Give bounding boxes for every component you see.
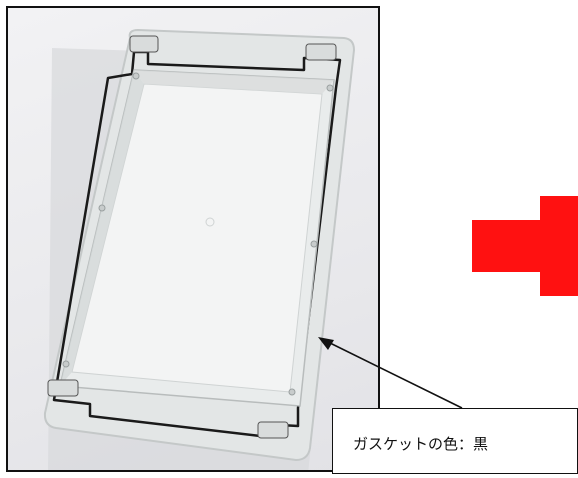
enclosure-illustration <box>43 28 356 470</box>
caption-box: ガスケットの色：黒 <box>332 408 578 474</box>
enclosure-photo <box>6 6 380 472</box>
right-arrow-icon <box>472 196 578 296</box>
caption-text: ガスケットの色：黒 <box>353 435 489 453</box>
